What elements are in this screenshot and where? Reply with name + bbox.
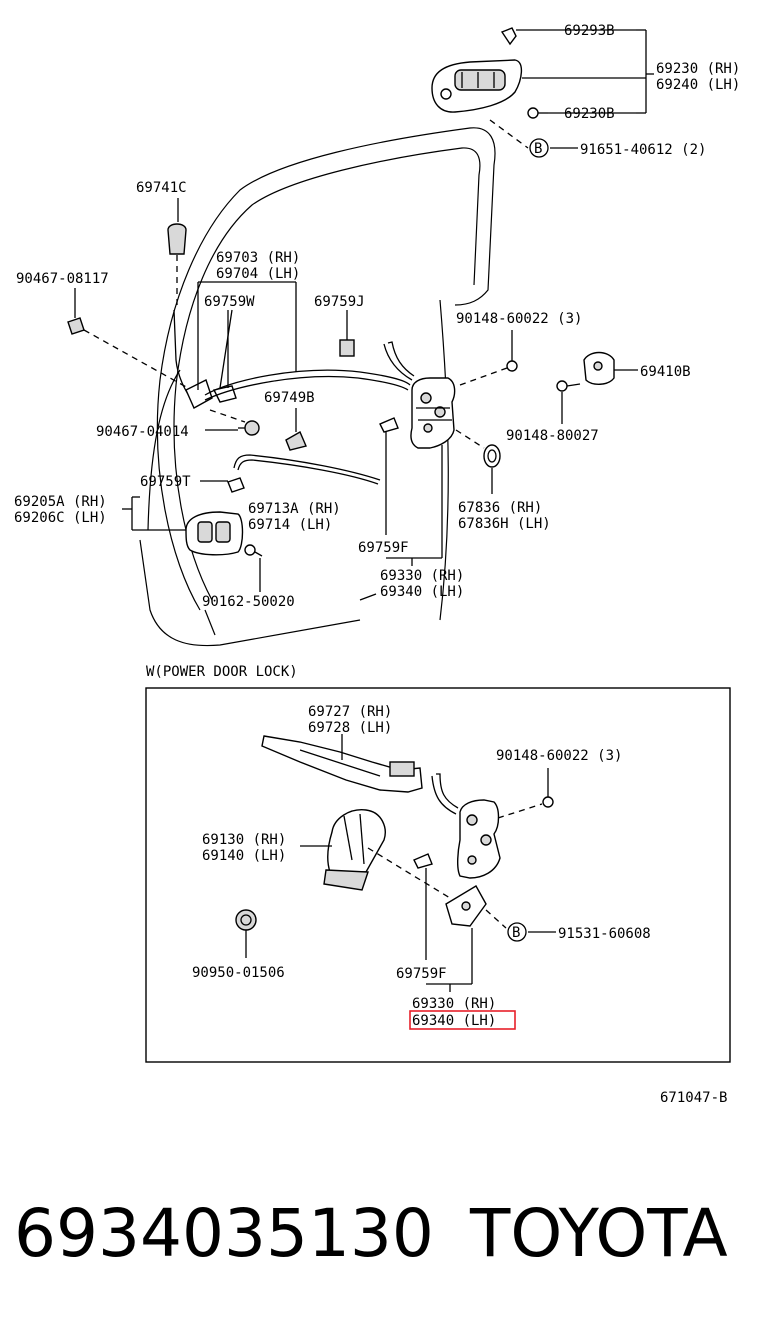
door-lock-69330 <box>410 377 456 449</box>
part-number: 6934035130 <box>14 1195 434 1272</box>
label-w-69728-lh: 69728 (LH) <box>308 720 392 736</box>
label-69206C-lh: 69206C (LH) <box>14 510 107 526</box>
label-69240-lh: 69240 (LH) <box>656 77 740 93</box>
highlight-box <box>409 1010 516 1030</box>
clip-90467-04014 <box>238 420 260 436</box>
label-69703-rh: 69703 (RH) <box>216 250 300 266</box>
reference-code: 671047-B <box>660 1090 727 1106</box>
label-69704-lh: 69704 (LH) <box>216 266 300 282</box>
label-69340-lh: 69340 (LH) <box>380 584 464 600</box>
callout-b-inset-letter: B <box>512 925 520 941</box>
label-69759F: 69759F <box>358 540 409 556</box>
screw-69230B <box>527 107 548 119</box>
clip-inset-69759F <box>413 853 433 869</box>
label-69230-rh: 69230 (RH) <box>656 61 740 77</box>
label-67836-rh: 67836 (RH) <box>458 500 542 516</box>
label-w-69140-lh: 69140 (LH) <box>202 848 286 864</box>
label-69330-rh: 69330 (RH) <box>380 568 464 584</box>
label-69713A-rh: 69713A (RH) <box>248 501 341 517</box>
label-w-90148-60022: 90148-60022 (3) <box>496 748 622 764</box>
callout-b-top-letter: B <box>534 141 542 157</box>
screw-69293B <box>500 27 517 46</box>
cover-69727 <box>261 735 423 793</box>
label-69759T: 69759T <box>140 474 191 490</box>
label-w-69330-rh: 69330 (RH) <box>412 996 496 1012</box>
grommet-67836 <box>483 444 501 468</box>
label-90467-08117: 90467-08117 <box>16 271 109 287</box>
clip-69759T <box>227 477 245 493</box>
inset-box <box>145 687 731 1063</box>
label-w-91531-60608: 91531-60608 <box>558 926 651 942</box>
label-w-69340-lh: 69340 (LH) <box>412 1013 496 1029</box>
label-69759J: 69759J <box>314 294 365 310</box>
callout-b-top: B <box>529 138 549 158</box>
clip-69759J <box>339 339 355 357</box>
label-69759W: 69759W <box>204 294 255 310</box>
label-69230B: 69230B <box>564 106 615 122</box>
label-69205A-rh: 69205A (RH) <box>14 494 107 510</box>
inset-title: W(POWER DOOR LOCK) <box>146 664 298 680</box>
actuator-69130 <box>323 809 386 891</box>
label-69410B: 69410B <box>640 364 691 380</box>
label-90148-60022: 90148-60022 (3) <box>456 311 582 327</box>
screw-90148-80027 <box>556 380 581 392</box>
label-69741C: 69741C <box>136 180 187 196</box>
brand-name: TOYOTA <box>469 1195 728 1272</box>
door-outline <box>139 127 496 647</box>
striker-69410B <box>583 351 615 385</box>
label-91651-40612: 91651-40612 (2) <box>580 142 706 158</box>
screw-90162-50020 <box>244 544 263 557</box>
grommet-90950 <box>235 909 257 931</box>
label-69293B: 69293B <box>564 23 615 39</box>
label-90467-04014: 90467-04014 <box>96 424 189 440</box>
inside-handle-69205A <box>185 511 244 556</box>
lock-assembly-inset <box>445 799 501 927</box>
clip-90467-08117 <box>67 317 85 335</box>
clip-69759F <box>379 417 399 433</box>
screw-90148-60022 <box>506 360 518 372</box>
callout-b-inset: B <box>507 922 527 942</box>
clip-69749B <box>285 431 307 451</box>
label-90148-80027: 90148-80027 <box>506 428 599 444</box>
label-67836H-lh: 67836H (LH) <box>458 516 551 532</box>
label-69749B: 69749B <box>264 390 315 406</box>
label-90162-50020: 90162-50020 <box>202 594 295 610</box>
lock-knob-69741C <box>167 223 187 310</box>
label-w-69130-rh: 69130 (RH) <box>202 832 286 848</box>
label-69714-lh: 69714 (LH) <box>248 517 332 533</box>
screw-inset-90148 <box>542 796 554 808</box>
label-w-69727-rh: 69727 (RH) <box>308 704 392 720</box>
label-w-69759F: 69759F <box>396 966 447 982</box>
label-w-90950-01506: 90950-01506 <box>192 965 285 981</box>
outside-handle-69230 <box>431 59 523 113</box>
